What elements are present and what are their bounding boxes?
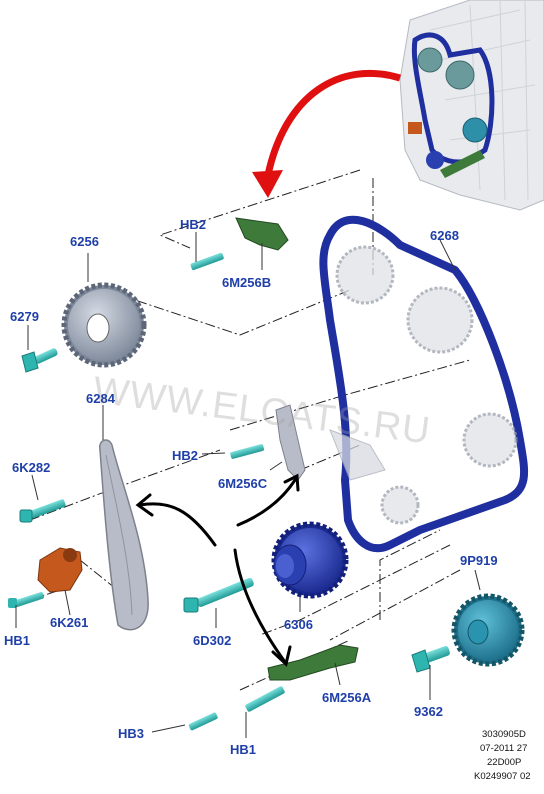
label-6D302: 6D302 bbox=[193, 633, 232, 648]
sprocket-6256 bbox=[61, 282, 147, 368]
hand-drawn-arrows bbox=[135, 473, 300, 667]
label-6279: 6279 bbox=[10, 309, 39, 324]
bolt-9362 bbox=[411, 646, 450, 673]
drawing-code-1: 3030905D bbox=[482, 729, 526, 740]
label-9P919: 9P919 bbox=[460, 553, 498, 568]
leader-lines bbox=[15, 232, 481, 738]
bolt-hb1-left bbox=[8, 592, 44, 608]
bolt-hb1-bottom bbox=[245, 686, 285, 712]
label-6256: 6256 bbox=[70, 234, 99, 249]
label-hb2-mid: HB2 bbox=[172, 448, 199, 463]
bolt-6279 bbox=[21, 348, 58, 373]
label-hb3: HB3 bbox=[118, 726, 145, 741]
drawing-code-3: 22D00P bbox=[487, 757, 522, 768]
guide-6M256A bbox=[267, 644, 359, 681]
bolt-6D302 bbox=[183, 577, 254, 613]
label-6K282: 6K282 bbox=[12, 460, 51, 475]
sprocket-9P919 bbox=[451, 593, 525, 667]
bolt-hb3 bbox=[188, 712, 218, 731]
cam-sprockets-ghost bbox=[329, 245, 518, 525]
sprocket-6306 bbox=[271, 521, 349, 599]
label-9362: 9362 bbox=[414, 704, 443, 719]
guide-6M256B bbox=[190, 217, 289, 271]
timing-chain-6268 bbox=[319, 215, 529, 553]
drawing-code-2: 07-2011 27 bbox=[480, 743, 528, 754]
label-6K261: 6K261 bbox=[50, 615, 89, 630]
bolt-6K282 bbox=[19, 499, 66, 523]
label-6M256A: 6M256A bbox=[322, 690, 372, 705]
red-curved-arrow bbox=[252, 69, 402, 198]
label-6306: 6306 bbox=[284, 617, 313, 632]
guide-6M256C bbox=[230, 404, 306, 481]
label-hb1-bottom: HB1 bbox=[230, 742, 257, 757]
drawing-code-4: K0249907 02 bbox=[474, 771, 531, 782]
label-6M256B: 6M256B bbox=[222, 275, 272, 290]
label-6M256C: 6M256C bbox=[218, 476, 268, 491]
label-6284: 6284 bbox=[86, 391, 115, 406]
tensioner-6K261 bbox=[37, 547, 83, 593]
label-6268: 6268 bbox=[430, 228, 459, 243]
engine-block bbox=[399, 0, 544, 211]
chain-guide-6284 bbox=[99, 439, 149, 631]
label-hb1-left: HB1 bbox=[4, 633, 31, 648]
label-hb2-top: HB2 bbox=[180, 217, 207, 232]
